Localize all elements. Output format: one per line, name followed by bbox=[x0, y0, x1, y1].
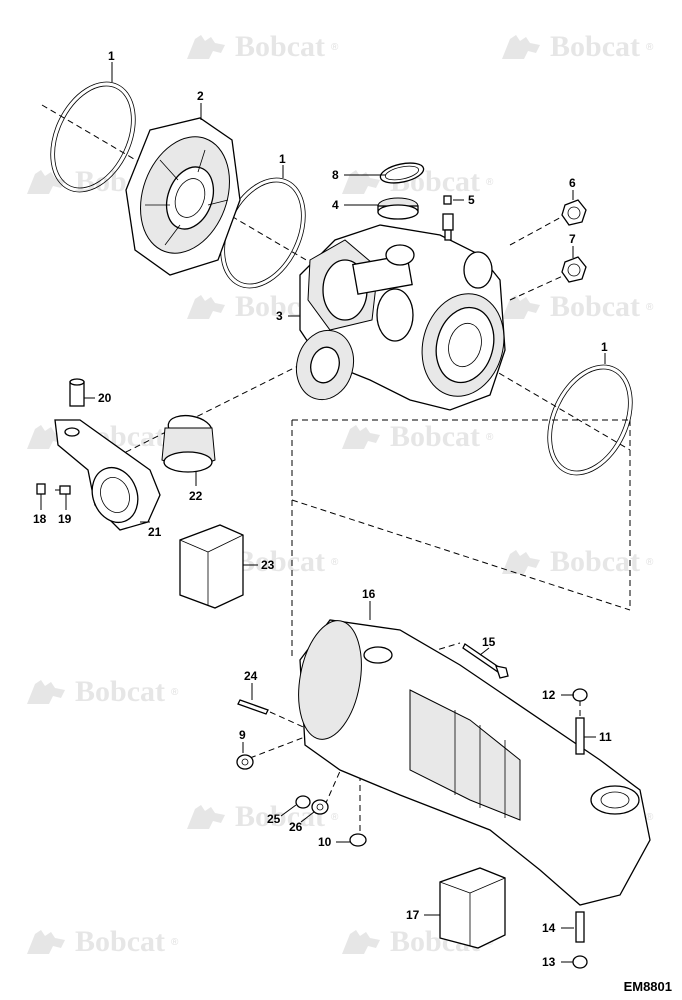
bobcat-watermark: Bobcat® bbox=[185, 30, 338, 64]
callout-8: 8 bbox=[332, 168, 339, 182]
bobcat-logo-icon bbox=[342, 425, 380, 449]
callout-4: 4 bbox=[332, 198, 339, 212]
bobcat-logo-icon bbox=[502, 550, 540, 574]
bobcat-logo-icon bbox=[502, 35, 540, 59]
callout-12: 12 bbox=[542, 688, 556, 702]
drawing-code: EM8801 bbox=[623, 979, 672, 994]
bobcat-logo-icon bbox=[187, 805, 225, 829]
package-23 bbox=[179, 524, 244, 609]
nut-26 bbox=[311, 799, 329, 815]
bobcat-logo-icon bbox=[342, 170, 380, 194]
callout-21: 21 bbox=[148, 525, 162, 539]
pin-20 bbox=[69, 378, 85, 407]
callout-16: 16 bbox=[362, 587, 376, 601]
fitting-19 bbox=[55, 485, 71, 495]
callout-14: 14 bbox=[542, 921, 556, 935]
fitting-5 bbox=[442, 195, 454, 241]
axle-tube-16 bbox=[298, 619, 651, 906]
bobcat-logo-icon bbox=[27, 425, 65, 449]
bushing-22 bbox=[161, 414, 216, 473]
washer-25 bbox=[295, 795, 311, 809]
nut-9 bbox=[236, 754, 254, 770]
pin-24 bbox=[237, 699, 269, 715]
callout-19: 19 bbox=[58, 512, 72, 526]
bobcat-watermark: Bobcat® bbox=[500, 30, 653, 64]
axle-housing-3 bbox=[295, 224, 506, 411]
callout-20: 20 bbox=[98, 391, 112, 405]
snap-ring-8 bbox=[379, 162, 425, 184]
callout-24: 24 bbox=[244, 669, 258, 683]
bobcat-logo-icon bbox=[27, 680, 65, 704]
bobcat-logo-icon bbox=[187, 35, 225, 59]
nut-13 bbox=[572, 955, 588, 969]
bobcat-watermark: Bobcat® bbox=[340, 420, 493, 454]
bobcat-watermark: Bobcat® bbox=[500, 290, 653, 324]
bobcat-logo-icon bbox=[187, 295, 225, 319]
bobcat-watermark: Bobcat® bbox=[25, 925, 178, 959]
callout-18: 18 bbox=[33, 512, 47, 526]
snap-ring-8-inner bbox=[384, 165, 420, 181]
plug-6 bbox=[561, 199, 587, 226]
pin-14 bbox=[575, 911, 585, 943]
flange-cover-2 bbox=[125, 117, 241, 276]
callout-25: 25 bbox=[267, 812, 281, 826]
bobcat-logo-icon bbox=[502, 295, 540, 319]
callout-17: 17 bbox=[406, 908, 420, 922]
o-ring-1a-inner bbox=[54, 85, 132, 189]
bobcat-watermark: Bobcat® bbox=[25, 675, 178, 709]
callout-1: 1 bbox=[601, 340, 608, 354]
callout-1: 1 bbox=[108, 49, 115, 63]
bolt-15 bbox=[462, 643, 509, 679]
bolt-18 bbox=[36, 483, 46, 495]
callout-11: 11 bbox=[599, 730, 612, 744]
package-17 bbox=[439, 867, 506, 949]
callout-9: 9 bbox=[239, 728, 246, 742]
callout-7: 7 bbox=[569, 232, 576, 246]
callout-23: 23 bbox=[261, 558, 275, 572]
o-ring-1a bbox=[50, 81, 136, 193]
callout-13: 13 bbox=[542, 955, 556, 969]
plug-4 bbox=[377, 197, 419, 220]
callout-5: 5 bbox=[468, 193, 475, 207]
callout-labels: 1 2 1 8 4 5 6 7 3 1 20 22 18 19 21 23 16… bbox=[33, 49, 612, 969]
callout-26: 26 bbox=[289, 820, 303, 834]
bobcat-watermark: Bobcat® bbox=[185, 800, 338, 834]
o-ring-1c bbox=[547, 364, 633, 476]
callout-15: 15 bbox=[482, 635, 496, 649]
bobcat-logo-icon bbox=[27, 170, 65, 194]
callout-2: 2 bbox=[197, 89, 204, 103]
bracket-21 bbox=[54, 419, 161, 531]
pin-11 bbox=[575, 717, 585, 755]
callout-3: 3 bbox=[276, 309, 283, 323]
bobcat-logo-icon bbox=[27, 930, 65, 954]
leader-lines bbox=[40, 62, 606, 963]
callout-22: 22 bbox=[189, 489, 203, 503]
bobcat-logo-icon bbox=[342, 930, 380, 954]
bobcat-watermark: Bobcat® bbox=[500, 545, 653, 579]
plug-7 bbox=[561, 256, 587, 283]
plug-10 bbox=[349, 833, 367, 847]
nut-12 bbox=[572, 688, 588, 702]
callout-10: 10 bbox=[318, 835, 332, 849]
callout-6: 6 bbox=[569, 176, 576, 190]
callout-1: 1 bbox=[279, 152, 286, 166]
o-ring-1c-inner bbox=[551, 368, 629, 472]
